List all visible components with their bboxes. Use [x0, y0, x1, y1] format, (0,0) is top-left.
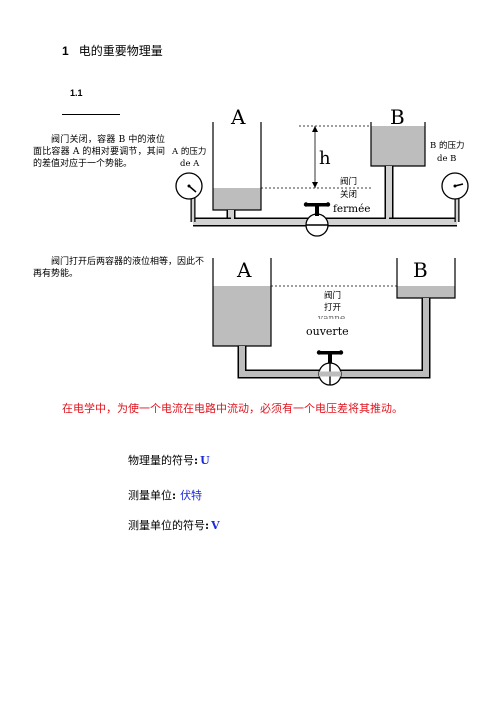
pressure-a-label-fr: de A: [180, 159, 200, 169]
symbol-value: U: [200, 454, 210, 467]
height-difference-marker: [261, 125, 371, 189]
valve-open-icon: [316, 350, 344, 386]
info-unit-symbol: 测量单位的符号:V: [128, 519, 220, 532]
label-b: B: [390, 105, 405, 129]
paragraph-valve-open: 阀门打开后两容器的液位相等，因此不再有势能。: [33, 257, 205, 279]
valve-open-label-cn-1: 阀门: [324, 290, 341, 301]
paragraph-valve-closed: 阀门关闭，容器 B 中的液位面比容器 A 的相对要调节，其间的差值对应于一个势能…: [33, 135, 165, 169]
info-unit: 测量单位:伏特: [128, 489, 203, 502]
valve-closed-label-fr: fermée: [333, 203, 371, 215]
label-h: h: [319, 148, 331, 169]
valve-open-label-cn-2: 打开: [324, 302, 342, 313]
symbol-label: 物理量的符号: [128, 454, 194, 467]
pressure-gauge-a-icon: [175, 172, 203, 200]
valve-closed-label-cn-2: 关闭: [340, 189, 357, 200]
unit-symbol-value: V: [211, 519, 220, 532]
pressure-b-label-fr: de B: [437, 154, 456, 164]
section-heading: 1 电的重要物理量: [62, 42, 163, 59]
unit-label: 测量单位: [128, 489, 172, 502]
info-symbol: 物理量的符号:U: [128, 454, 210, 467]
label-a: A: [236, 258, 252, 282]
label-b: B: [413, 258, 428, 282]
section-title: 电的重要物理量: [78, 44, 163, 58]
divider: [62, 114, 120, 115]
container-a: [212, 122, 262, 211]
unit-symbol-label: 测量单位的符号: [128, 519, 205, 532]
pressure-a-label-cn: A 的压力: [171, 146, 206, 157]
section-number: 1: [62, 44, 69, 58]
container-b: [370, 122, 426, 167]
valve-open-label-fr-partial: vanne: [317, 314, 345, 324]
diagram-valve-open: A B 阀门 打开 vanne ouverte: [212, 258, 456, 386]
key-statement: 在电学中，为使一个电流在电路中流动，必须有一个电压差将其推动。: [62, 402, 403, 415]
pressure-gauge-b-icon: [441, 172, 469, 200]
pressure-b-label-cn: B 的压力: [430, 140, 464, 151]
diagram-valve-closed: A B h A 的压力 de A B 的压力 de B: [171, 105, 469, 237]
valve-open-label-fr: ouverte: [306, 325, 349, 338]
valve-closed-label-cn-1: 阀门: [340, 176, 357, 187]
valve-closed-icon: [303, 202, 331, 237]
subsection-heading: 1.1: [70, 88, 83, 98]
label-a: A: [230, 105, 246, 129]
unit-value: 伏特: [180, 489, 203, 502]
